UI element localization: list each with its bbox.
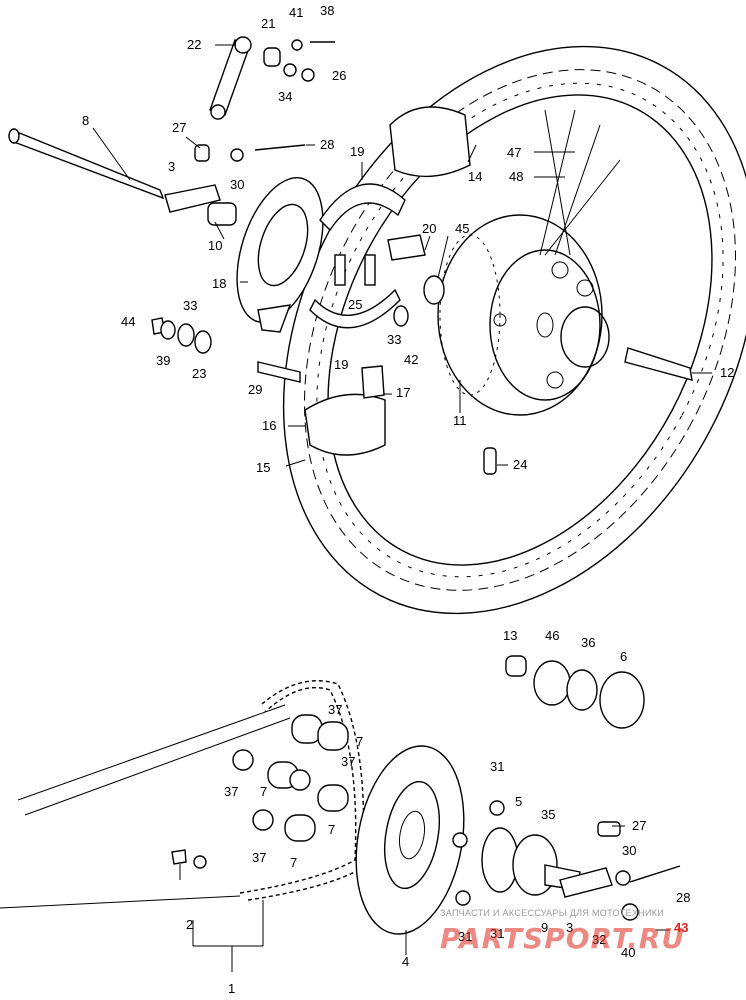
- watermark: ЗАПЧАСТИ И АКСЕССУАРЫ ДЛЯ МОТОТЕХНИКИ PA…: [440, 908, 740, 955]
- callout-6: 6: [620, 649, 628, 664]
- callout-38: 38: [320, 3, 335, 18]
- callout-14: 14: [468, 169, 483, 184]
- callout-1: 1: [228, 981, 236, 996]
- callout-33: 33: [183, 298, 198, 313]
- rear-tire: [282, 45, 746, 615]
- callout-37-d: 37: [252, 850, 267, 865]
- callout-12: 12: [720, 365, 735, 380]
- brake-panel: [236, 177, 324, 333]
- callout-5: 5: [515, 794, 523, 809]
- collar-12: [624, 347, 712, 381]
- callout-28: 28: [320, 137, 335, 152]
- callout-43: 43: [674, 920, 689, 935]
- washer-33b: [393, 305, 409, 327]
- hub-bearing-set: [505, 655, 645, 729]
- callout-7-d: 7: [290, 855, 298, 870]
- callout-9: 9: [541, 920, 549, 935]
- callout-23: 23: [192, 366, 207, 381]
- callout-31-c: 31: [458, 929, 473, 944]
- callout-20: 20: [422, 221, 437, 236]
- callout-42: 42: [404, 352, 419, 367]
- callout-28-b: 28: [676, 890, 691, 905]
- callout-18: 18: [212, 276, 227, 291]
- spacer-set-lower: [171, 800, 681, 921]
- callout-21: 21: [261, 16, 276, 31]
- callout-25: 25: [348, 297, 363, 312]
- brake-shoes: [309, 183, 406, 329]
- callout-39: 39: [156, 353, 171, 368]
- callout-27: 27: [172, 120, 187, 135]
- callout-3: 3: [168, 159, 176, 174]
- callout-17: 17: [396, 385, 411, 400]
- pin-29: [257, 361, 301, 383]
- small-hardware-top: [194, 39, 335, 162]
- callout-7-b: 7: [260, 784, 268, 799]
- callout-3-b: 3: [566, 920, 574, 935]
- axle-8: [8, 128, 165, 200]
- valve-24: [483, 447, 497, 475]
- callout-15: 15: [256, 460, 271, 475]
- callout-22: 22: [187, 37, 202, 52]
- watermark-logo: PARTSPORT.RU: [440, 922, 686, 955]
- callout-7-c: 7: [328, 822, 336, 837]
- watermark-caption: ЗАПЧАСТИ И АКСЕССУАРЫ ДЛЯ МОТОТЕХНИКИ: [440, 908, 665, 918]
- callout-7: 7: [356, 734, 364, 749]
- callout-33-b: 33: [387, 332, 402, 347]
- callout-37-c: 37: [224, 784, 239, 799]
- callout-19-b: 19: [334, 357, 349, 372]
- callout-32: 32: [592, 932, 607, 947]
- drive-chain: [0, 680, 365, 909]
- callout-13: 13: [503, 628, 518, 643]
- callout-34: 34: [278, 89, 293, 104]
- callout-35: 35: [541, 807, 556, 822]
- wheel-hub: [437, 214, 610, 416]
- callout-30-b: 30: [622, 843, 637, 858]
- callout-8: 8: [82, 113, 90, 128]
- callout-31: 31: [490, 759, 505, 774]
- callout-2: 2: [186, 917, 194, 932]
- cam-20: [387, 234, 426, 261]
- callout-19: 19: [350, 144, 365, 159]
- callout-36: 36: [581, 635, 596, 650]
- rim-band-14: [389, 106, 471, 178]
- swingarm-rod: [17, 704, 291, 816]
- adjuster-plate-3a: [164, 184, 221, 213]
- collar-10: [207, 202, 237, 226]
- spokes: [539, 109, 621, 256]
- callout-46: 46: [545, 628, 560, 643]
- callout-48: 48: [509, 169, 524, 184]
- callout-26: 26: [332, 68, 347, 83]
- callout-4: 4: [402, 954, 410, 969]
- callout-24: 24: [513, 457, 528, 472]
- brake-arm-22: [209, 36, 252, 120]
- rim-band-16: [304, 393, 386, 456]
- callout-27-b: 27: [632, 818, 647, 833]
- damper-rollers: [232, 714, 349, 842]
- callout-10: 10: [208, 238, 223, 253]
- callout-45: 45: [455, 221, 470, 236]
- callout-37-b: 37: [341, 754, 356, 769]
- springs-25: [334, 254, 376, 286]
- callout-11: 11: [453, 413, 467, 428]
- callout-41: 41: [289, 5, 304, 20]
- callout-44: 44: [121, 314, 136, 329]
- sprocket-4: [355, 745, 465, 935]
- callout-16: 16: [262, 418, 277, 433]
- flap-17: [361, 365, 385, 399]
- seal-45: [423, 275, 445, 305]
- callout-30: 30: [230, 177, 245, 192]
- callout-37: 37: [328, 702, 343, 717]
- leader-lines: [92, 44, 702, 972]
- washer-cluster-left: [151, 317, 212, 354]
- callout-40: 40: [621, 945, 636, 960]
- callout-31-b: 31: [490, 926, 505, 941]
- callout-47: 47: [507, 145, 522, 160]
- callout-29: 29: [248, 382, 263, 397]
